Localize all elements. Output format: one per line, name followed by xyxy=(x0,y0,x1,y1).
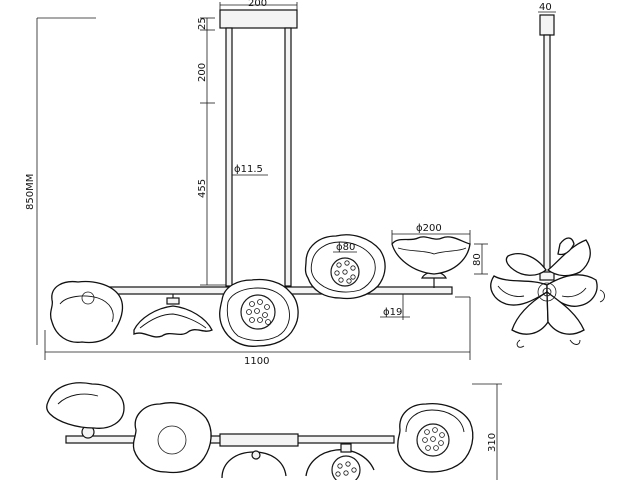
rod-dimensions: 25 200 455 xyxy=(197,17,228,286)
side-elevation: 40 xyxy=(490,2,605,348)
overall-height-dimension: 850MM xyxy=(25,17,96,345)
bar-diameter-callout: ϕ19 xyxy=(380,294,410,320)
plan-depth-label: 310 xyxy=(487,433,498,452)
shade-height-label: 80 xyxy=(472,253,483,266)
shade-diameter-label: ϕ200 xyxy=(416,223,442,234)
flower-left xyxy=(49,280,124,344)
canopy-height-label: 25 xyxy=(197,17,208,30)
overall-width-label: 1100 xyxy=(244,356,269,367)
side-canopy-label: 40 xyxy=(539,2,552,13)
flower-shade-2 xyxy=(133,294,213,338)
rod-lower-label: 455 xyxy=(197,179,208,198)
bar-diameter-label: ϕ19 xyxy=(383,307,402,318)
flower-front-3 xyxy=(219,278,299,347)
flower-shade-5: ϕ200 80 xyxy=(391,223,488,288)
overall-height-label: 850MM xyxy=(25,174,36,210)
canopy: 200 xyxy=(219,0,298,29)
canopy-width-label: 200 xyxy=(248,0,267,9)
rod-diameter-label: ϕ11.5 xyxy=(234,164,263,175)
flower-front-4: ϕ80 xyxy=(304,234,386,300)
rod-upper-label: 200 xyxy=(197,63,208,82)
flower-diameter-label: ϕ80 xyxy=(336,242,355,253)
plan-view: 310 xyxy=(46,382,502,480)
overall-width-dimension: 1100 xyxy=(44,296,471,367)
suspension-rods: ϕ11.5 xyxy=(225,27,292,287)
